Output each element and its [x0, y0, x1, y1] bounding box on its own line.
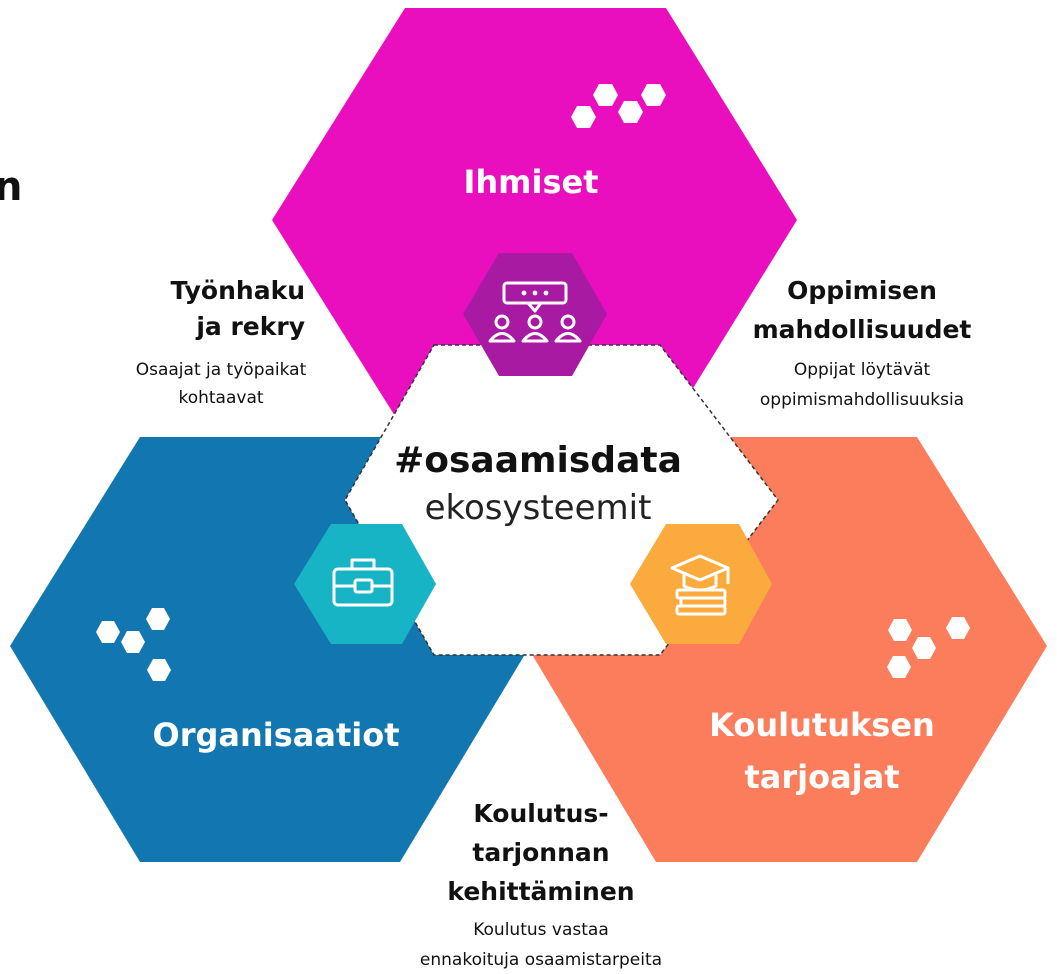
molecule-icon-organisaatiot: [96, 608, 171, 681]
oppimisen-heading-line1: Oppimisen: [787, 276, 937, 305]
koulutuksen-label-line2: tarjoajat: [744, 758, 899, 796]
ihmiset-hexagon: [272, 8, 797, 432]
oppimisen-desc-line2: oppimismahdollisuuksia: [760, 390, 964, 410]
tyonhaku-heading-line1: Työnhaku: [171, 276, 305, 305]
koulutustarjonta-heading-line2: tarjonnan: [472, 838, 609, 867]
koulutuksen-label-line1: Koulutuksen: [709, 706, 935, 744]
molecule-icon-koulutuksen: [887, 617, 970, 678]
oppimisen-heading-line2: mahdollisuudet: [753, 315, 972, 344]
center-subtitle: ekosysteemit: [425, 488, 652, 528]
koulutustarjonta-desc-line2: ennakoituja osaamistarpeita: [420, 950, 662, 970]
organisaatiot-label: Organisaatiot: [152, 716, 399, 754]
people-chat-icon: [463, 253, 607, 376]
koulutustarjonta-desc-line1: Koulutus vastaa: [473, 920, 609, 940]
molecule-icon-ihmiset: [571, 84, 666, 128]
briefcase-icon: [294, 524, 436, 644]
center-title: #osaamisdata: [394, 440, 682, 481]
left-edge-glyph: n: [0, 164, 22, 210]
ihmiset-label: Ihmiset: [463, 163, 598, 201]
graduation-books-icon: [630, 524, 772, 644]
koulutustarjonta-heading-line3: kehittäminen: [447, 877, 634, 906]
tyonhaku-desc-line2: kohtaavat: [178, 388, 263, 408]
koulutustarjonta-heading-line1: Koulutus-: [473, 799, 608, 828]
oppimisen-desc-line1: Oppijat löytävät: [794, 360, 931, 380]
tyonhaku-heading-line2: ja rekry: [195, 312, 305, 341]
tyonhaku-desc-line1: Osaajat ja työpaikat: [136, 360, 307, 380]
